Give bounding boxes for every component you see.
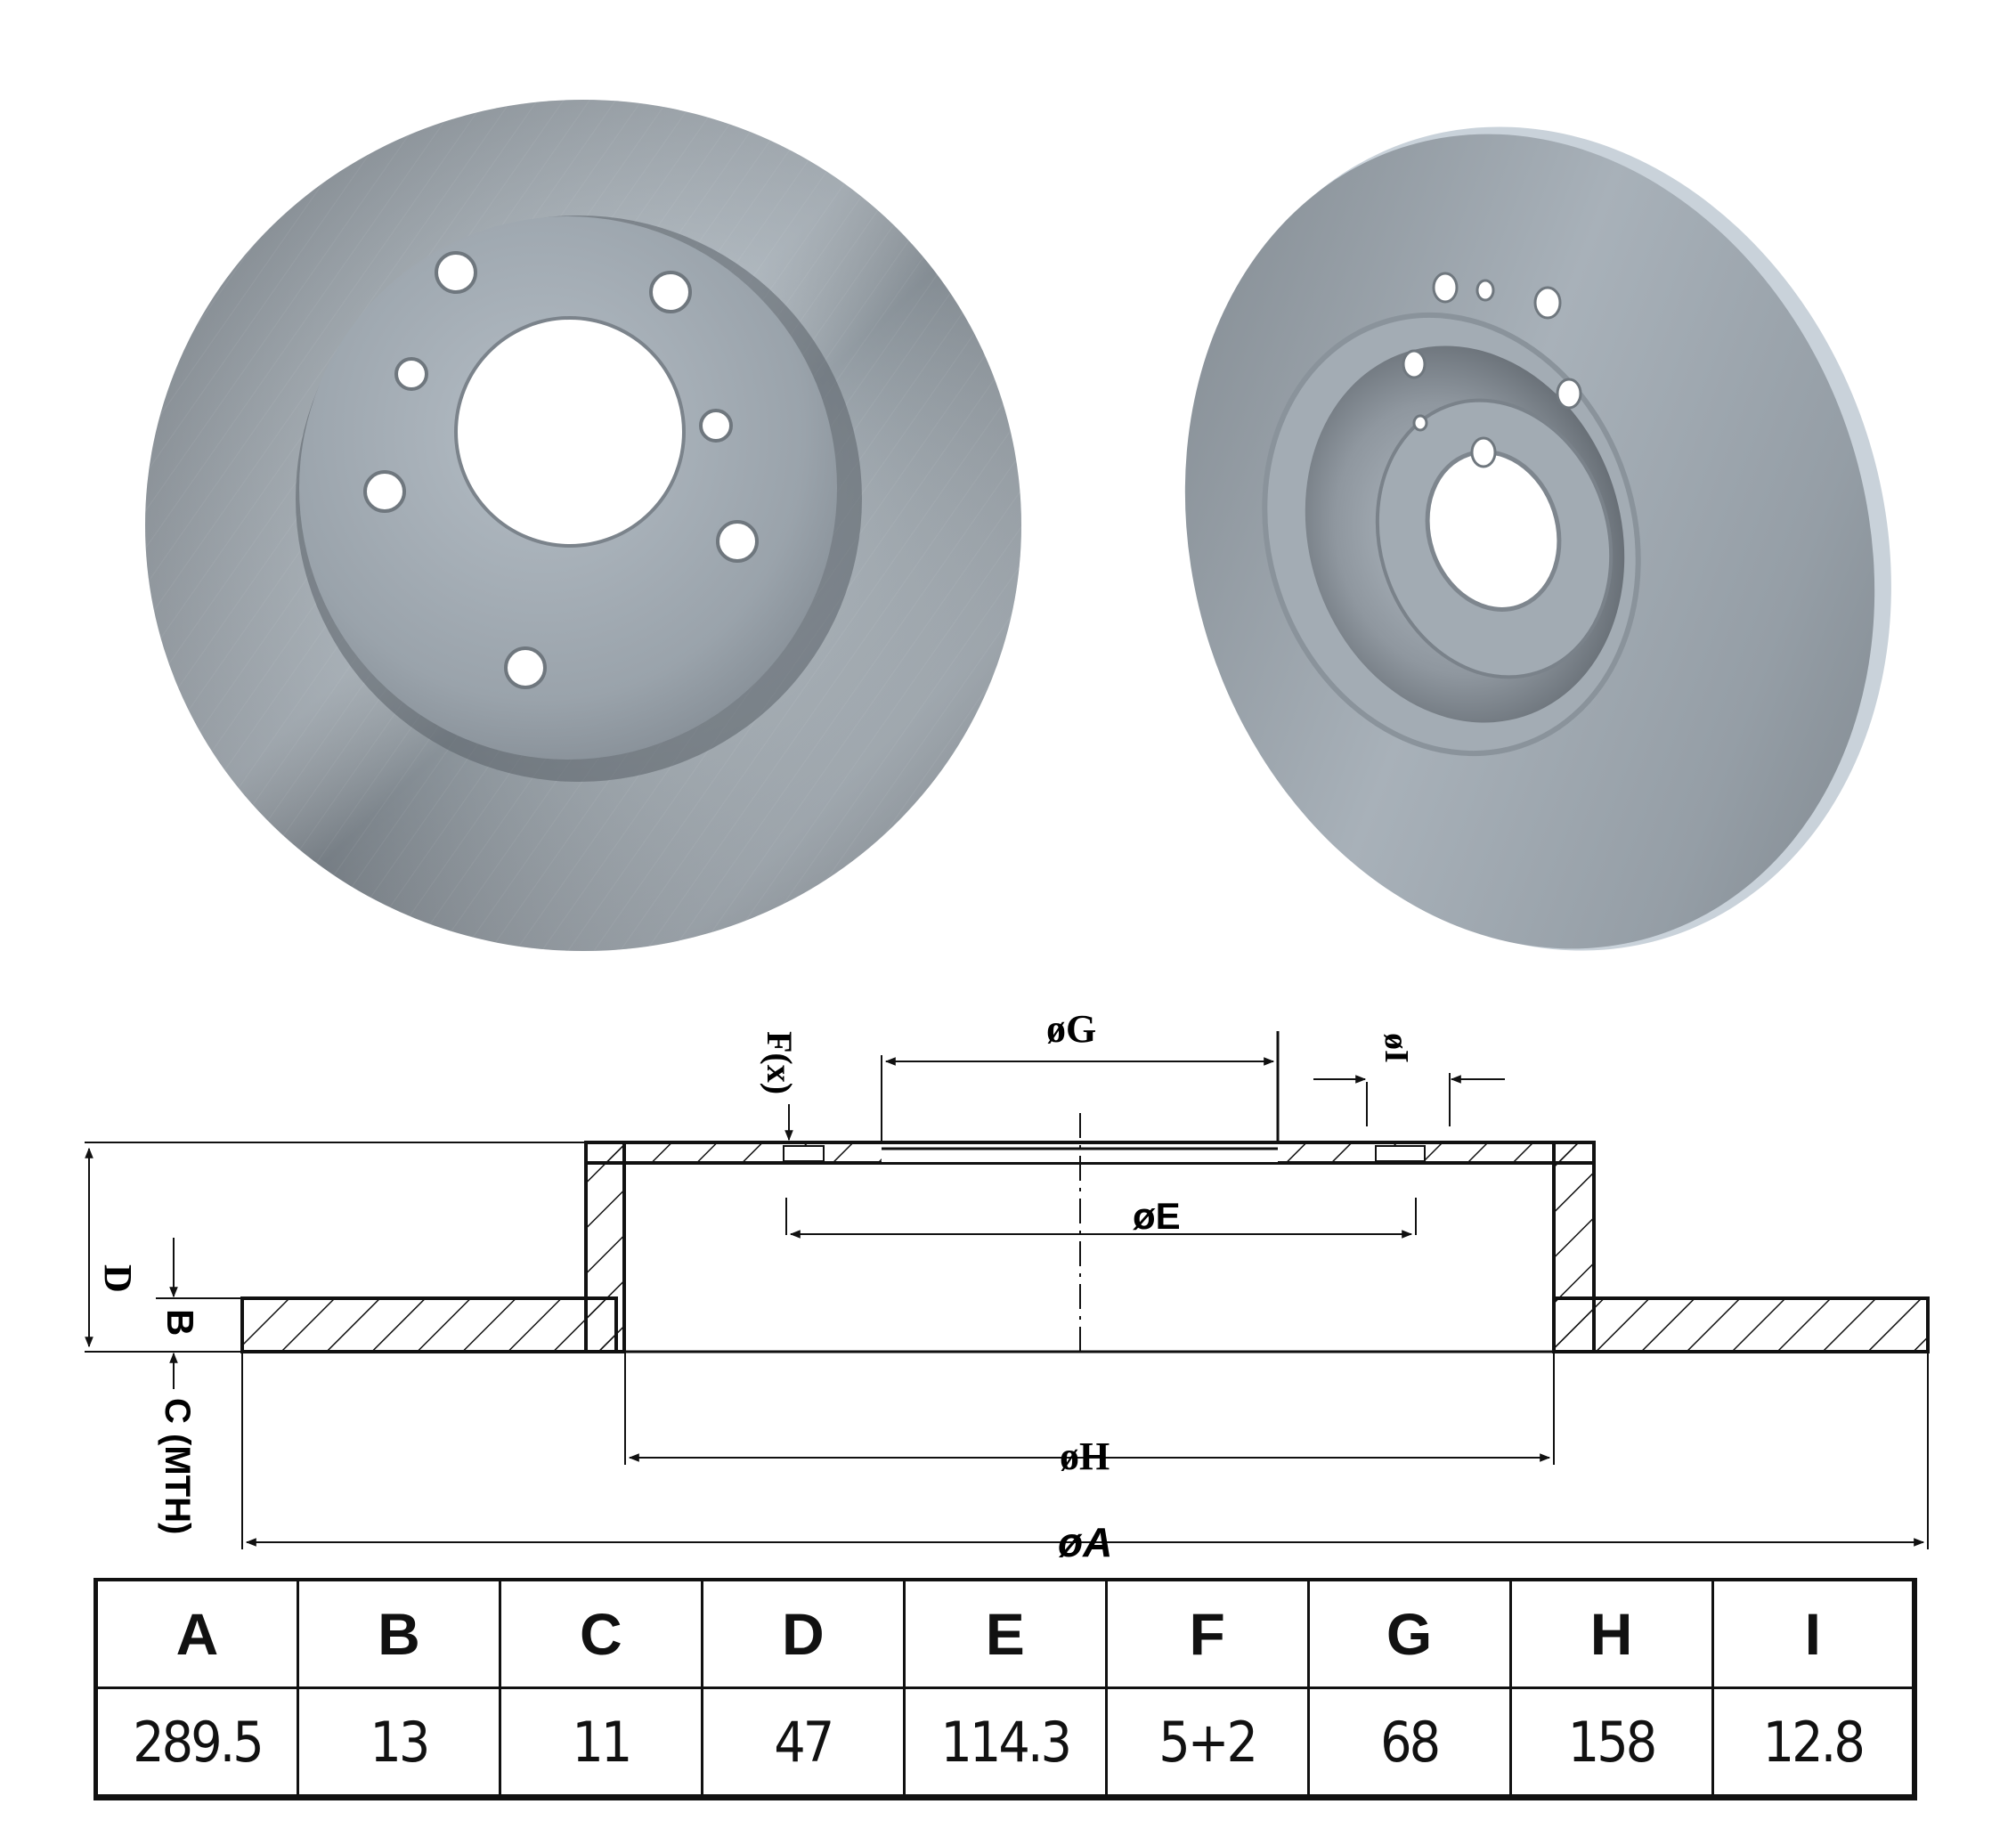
header-cell-G: G xyxy=(1306,1578,1512,1689)
dim-label-G: øG xyxy=(1046,1007,1096,1051)
dimension-spec-table: A B C D E F G H I 289.5 13 11 47 114.3 5… xyxy=(93,1578,1917,1800)
value-cell-I: 12.8 xyxy=(1711,1687,1916,1799)
value-cell-A: 289.5 xyxy=(94,1687,299,1799)
value-cell-H: 158 xyxy=(1508,1687,1714,1799)
header-cell-B: B xyxy=(296,1578,501,1689)
value-cell-F: 5+2 xyxy=(1104,1687,1310,1799)
dim-label-E: øE xyxy=(1133,1195,1181,1237)
center-bore xyxy=(454,316,686,548)
header-cell-I: I xyxy=(1711,1578,1916,1689)
table-value-row: 289.5 13 11 47 114.3 5+2 68 158 12.8 xyxy=(94,1687,1916,1799)
header-cell-F: F xyxy=(1104,1578,1310,1689)
dim-label-C: C (MTH) xyxy=(158,1398,197,1534)
header-cell-E: E xyxy=(902,1578,1108,1689)
dim-label-H: øH xyxy=(1060,1435,1110,1478)
dim-label-I: øI xyxy=(1378,1033,1415,1063)
cross-section-drawing: D B C (MTH) F(x) øG øI øE øH øA xyxy=(85,1007,1930,1565)
header-cell-A: A xyxy=(94,1578,299,1689)
value-cell-B: 13 xyxy=(296,1687,501,1799)
section-profile xyxy=(240,1141,1930,1353)
table-header-row: A B C D E F G H I xyxy=(94,1578,1916,1689)
dim-label-A: øA xyxy=(1058,1519,1112,1565)
brake-disc-photo-front xyxy=(145,100,1021,951)
header-cell-D: D xyxy=(700,1578,906,1689)
bolt-holes-angled xyxy=(1402,272,1582,468)
dim-label-B: B xyxy=(159,1309,201,1336)
center-bore-angled xyxy=(1425,450,1562,612)
value-cell-G: 68 xyxy=(1306,1687,1512,1799)
brake-disc-photo-angled xyxy=(1184,126,1891,951)
dim-label-F: F(x) xyxy=(760,1031,800,1094)
value-cell-C: 11 xyxy=(498,1687,703,1799)
header-cell-C: C xyxy=(498,1578,703,1689)
bolt-holes xyxy=(363,251,759,689)
value-cell-D: 47 xyxy=(700,1687,906,1799)
dim-label-D: D xyxy=(96,1264,140,1293)
value-cell-E: 114.3 xyxy=(902,1687,1108,1799)
header-cell-H: H xyxy=(1508,1578,1714,1689)
